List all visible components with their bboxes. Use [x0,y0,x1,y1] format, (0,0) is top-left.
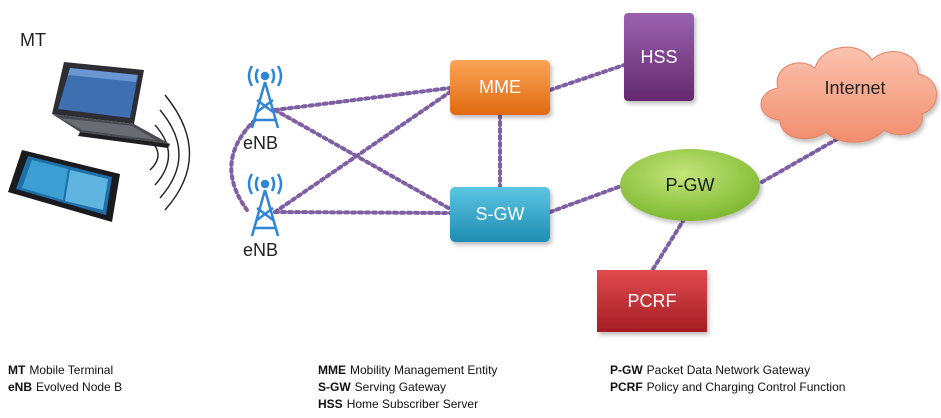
links [229,63,862,276]
link-enb2-sgw [273,210,452,215]
wave-3 [159,109,180,199]
mme-box [450,60,550,115]
link-enb1-sgw [273,108,454,212]
mt-label: MT [20,30,46,50]
link-sgw-pgw [548,183,626,214]
link-enb2-mme [273,90,452,214]
link-enb1-mme [273,86,452,112]
laptop-icon [52,62,170,148]
enb-top-label: eNB [243,133,279,153]
sgw-box [450,187,550,242]
hss-box [624,13,694,101]
antenna-icon-top [247,65,283,129]
internet-cloud [760,46,937,143]
link-mme-hss [548,63,626,92]
enb-bottom-label: eNB [243,240,279,260]
pcrf-box [597,270,707,332]
link-pgw-pcrf [648,211,690,276]
pgw-ellipse [620,149,760,221]
wave-4 [164,94,191,211]
link-enb1-enb2 [229,118,257,212]
radio-waves [149,94,191,211]
antenna-icon-bottom [247,173,283,237]
wave-2 [154,124,170,186]
tablet-icon [8,150,120,222]
